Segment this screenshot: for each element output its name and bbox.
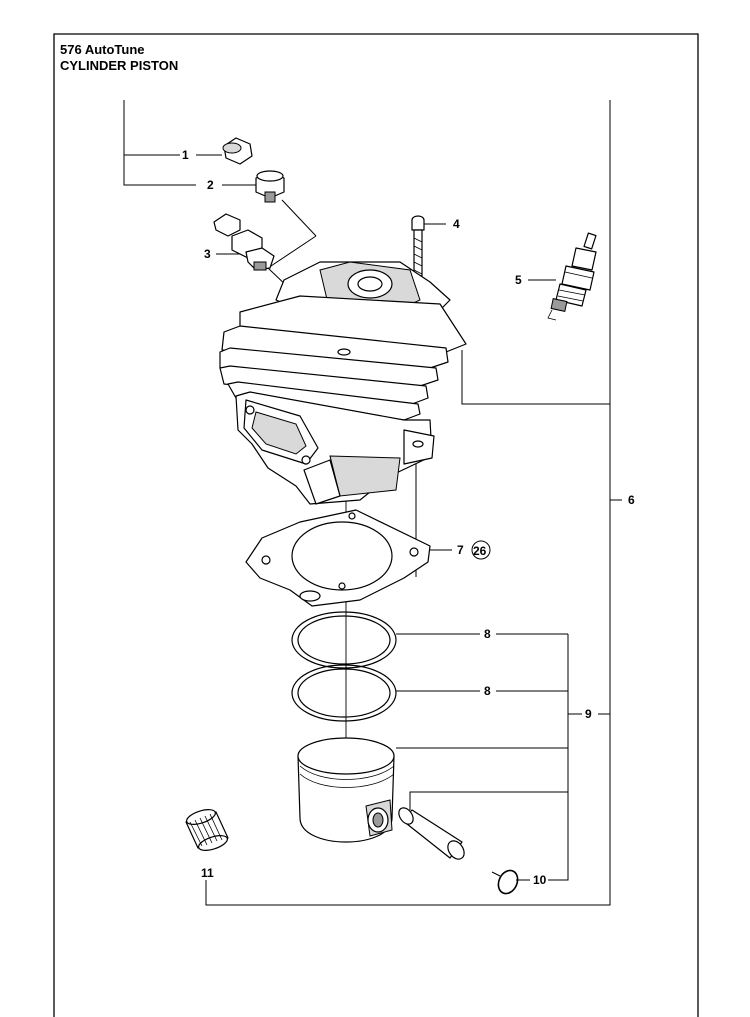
- part-cylinder: [219, 261, 467, 505]
- callout-6[interactable]: 6: [628, 493, 635, 507]
- callout-5[interactable]: 5: [515, 273, 522, 287]
- part-circlip: [491, 869, 519, 895]
- callout-8-lower[interactable]: 8: [484, 684, 491, 698]
- callout-7[interactable]: 7: [457, 543, 464, 557]
- callout-8-upper[interactable]: 8: [484, 627, 491, 641]
- leader-lines: [123, 100, 622, 906]
- part-spark-plug: [547, 232, 597, 321]
- callout-10[interactable]: 10: [533, 873, 547, 887]
- page-frame: [53, 33, 699, 1017]
- callout-9[interactable]: 9: [585, 707, 592, 721]
- model-title: 576 AutoTune: [60, 42, 145, 57]
- callout-4[interactable]: 4: [453, 217, 460, 231]
- part-decompression-valve: [255, 170, 285, 203]
- part-valve-assembly: [213, 213, 275, 271]
- part-piston-rings: [291, 611, 397, 722]
- reference-circle: [471, 540, 491, 560]
- callout-7-reference[interactable]: 26: [473, 544, 487, 558]
- callout-3[interactable]: 3: [204, 247, 211, 261]
- part-piston: [297, 737, 395, 843]
- part-gasket: [245, 509, 431, 607]
- callout-2[interactable]: 2: [207, 178, 214, 192]
- callout-11[interactable]: 11: [201, 866, 214, 880]
- section-title: CYLINDER PISTON: [60, 58, 179, 73]
- part-wrist-pin: [398, 807, 465, 860]
- callout-labels: 1 2 3 4 5 6 7 26 8 8 9 10 11: [182, 148, 635, 887]
- callout-1[interactable]: 1: [182, 148, 189, 162]
- part-decompression-cap: [222, 137, 253, 165]
- part-screw: [411, 215, 425, 277]
- part-needle-bearing: [185, 809, 229, 851]
